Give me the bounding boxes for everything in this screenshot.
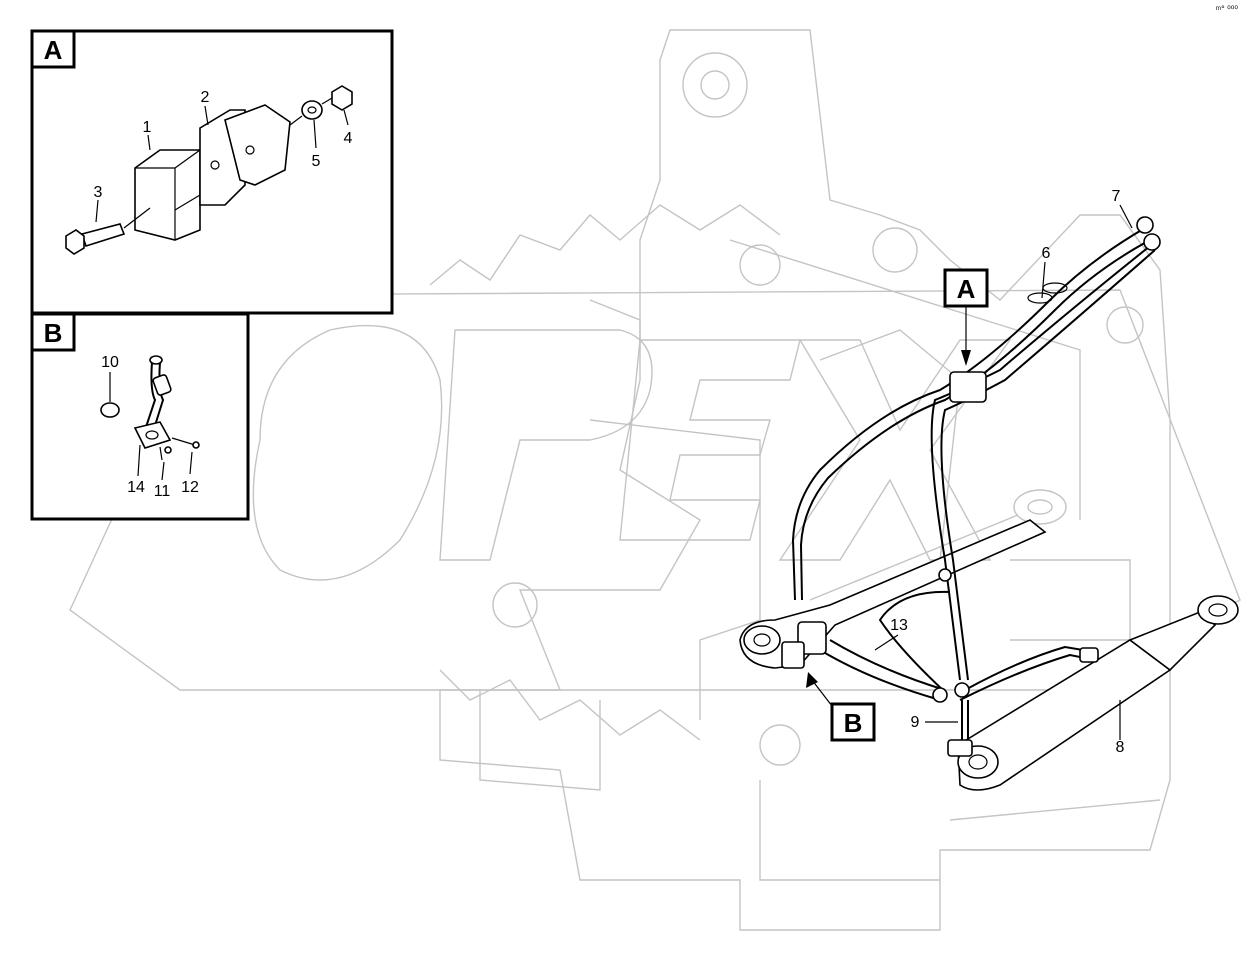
part-label-11: 11 bbox=[154, 483, 171, 500]
part-label-4: 4 bbox=[344, 130, 353, 147]
main-part-labels: 7 6 13 9 8 bbox=[874, 188, 1133, 756]
detail-b-panel: B 10 14 11 12 bbox=[30, 312, 250, 521]
callout-b-label: B bbox=[844, 708, 863, 738]
part-label-12: 12 bbox=[181, 479, 199, 496]
part-label-10: 10 bbox=[101, 354, 119, 371]
hose-fittings bbox=[781, 216, 1161, 757]
part-label-7: 7 bbox=[1112, 188, 1121, 205]
callout-a-label: A bbox=[957, 274, 976, 304]
part-label-8: 8 bbox=[1116, 739, 1125, 756]
callout-a-main: A bbox=[943, 268, 989, 366]
detail-a-title: A bbox=[44, 35, 63, 65]
lift-cylinder-right bbox=[957, 595, 1239, 791]
callout-b-main: B bbox=[806, 672, 876, 742]
detail-b-title: B bbox=[44, 318, 63, 348]
part-label-1: 1 bbox=[143, 119, 152, 136]
part-label-14: 14 bbox=[127, 479, 145, 496]
part-label-5: 5 bbox=[312, 153, 321, 170]
loader-frame bbox=[439, 29, 1171, 931]
part-label-9: 9 bbox=[911, 714, 920, 731]
corner-tag: ᵐ° ⁰⁰⁰ bbox=[1216, 4, 1238, 14]
detail-a-panel: A 1 2 3 4 5 bbox=[30, 29, 394, 315]
part-label-6: 6 bbox=[1042, 245, 1051, 262]
upper-cylinder-left bbox=[809, 489, 1067, 601]
part-label-2: 2 bbox=[201, 89, 210, 106]
part-label-3: 3 bbox=[94, 184, 103, 201]
part-label-13: 13 bbox=[890, 617, 908, 634]
